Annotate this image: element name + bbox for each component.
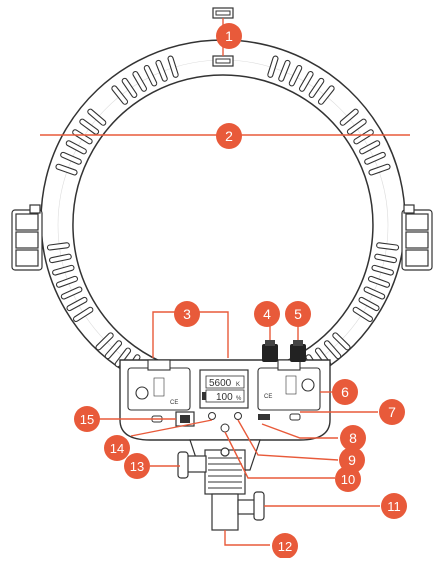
vent-slot (368, 163, 391, 176)
callout-number: 10 (341, 472, 355, 487)
vent-slot (95, 332, 114, 351)
vent-slot (363, 286, 386, 300)
vent-slot (111, 85, 129, 105)
vent-slot (278, 59, 291, 82)
vent-slot (121, 77, 138, 98)
callout-number: 12 (278, 539, 292, 554)
vent-slot (66, 296, 88, 312)
left-tightening-knob[interactable] (177, 451, 207, 479)
callout-badge (104, 435, 130, 461)
svg-text:CE: CE (170, 400, 178, 406)
right-battery: CE (257, 359, 321, 411)
brightness-unit: % (236, 396, 242, 402)
usb-port[interactable] (258, 414, 270, 420)
callout-number: 7 (388, 404, 396, 420)
vent-slot (72, 306, 94, 323)
right-side-bracket (401, 204, 433, 271)
lcd-display: 5600 K 100 % (199, 369, 249, 409)
right-knob[interactable] (290, 340, 306, 362)
control-buttons[interactable] (208, 412, 242, 433)
vent-slot (359, 140, 381, 155)
callout-badge (285, 301, 311, 327)
callout-badge (74, 406, 100, 432)
vent-slot (60, 286, 83, 300)
vent-slot (371, 264, 394, 276)
vent-slot (308, 77, 325, 98)
svg-text:CE: CE (264, 394, 272, 400)
callout-number: 5 (294, 306, 302, 322)
callout-number: 13 (130, 459, 144, 474)
callout-number: 1 (225, 28, 233, 44)
callout-number: 11 (387, 499, 401, 514)
vent-slot (60, 151, 82, 165)
callout-badge (216, 23, 242, 49)
callout-badge (335, 466, 361, 492)
callout-badge (216, 123, 242, 149)
vent-slot (55, 163, 78, 176)
leader-lines (40, 18, 410, 546)
top-mount (212, 7, 234, 67)
vent-slot (65, 140, 87, 155)
brightness-readout: 100 (216, 392, 233, 403)
vent-slot (52, 264, 75, 276)
left-knob[interactable] (262, 340, 278, 362)
callout-number: 6 (341, 384, 349, 400)
vent-slot (346, 118, 367, 135)
callout-badge (381, 493, 407, 519)
vent-slot (332, 332, 351, 351)
vent-slot (267, 55, 279, 78)
callout-number: 14 (110, 441, 124, 456)
ring-body (40, 39, 406, 401)
left-side-bracket (11, 204, 43, 271)
vent-slot (104, 340, 123, 360)
callout-badge (332, 379, 358, 405)
callout-badge (379, 399, 405, 425)
vent-slot (87, 108, 107, 126)
stand-mount (189, 439, 261, 531)
vent-slot (132, 70, 148, 92)
vent-slot (155, 59, 168, 82)
left-battery: CE (127, 359, 191, 411)
vent-slot (46, 242, 70, 251)
vent-slot (364, 151, 386, 165)
vent-slot (358, 296, 380, 312)
vent-slot (367, 275, 391, 288)
vent-slot (374, 253, 397, 264)
vent-slot (352, 306, 374, 323)
vent-slot (317, 85, 335, 105)
vent-slot (49, 253, 72, 264)
callout-number: 2 (225, 128, 233, 144)
vent-slot (143, 65, 158, 87)
vent-slot (339, 108, 359, 126)
callout-badge (124, 453, 150, 479)
callout-number: 8 (349, 430, 357, 446)
callout-number: 3 (183, 306, 191, 322)
vent-slot (79, 118, 100, 135)
kelvin-readout: 5600 (209, 378, 232, 389)
vent-slot (167, 55, 179, 78)
callout-badge (272, 533, 298, 559)
vent-slot (376, 242, 400, 251)
vent-slot (288, 65, 303, 87)
callout-number: 15 (80, 412, 94, 427)
vent-slot (298, 70, 314, 92)
callout-number: 4 (263, 306, 271, 322)
callout-badge (340, 425, 366, 451)
vent-slot (114, 347, 132, 368)
callout-badge (254, 301, 280, 327)
vent-slot (323, 340, 342, 360)
right-tightening-knob[interactable] (237, 491, 265, 521)
vent-slot (55, 275, 79, 288)
right-indicator (289, 413, 301, 421)
kelvin-unit: K (236, 382, 240, 388)
callout-number: 9 (348, 452, 356, 468)
callout-badge (174, 301, 200, 327)
